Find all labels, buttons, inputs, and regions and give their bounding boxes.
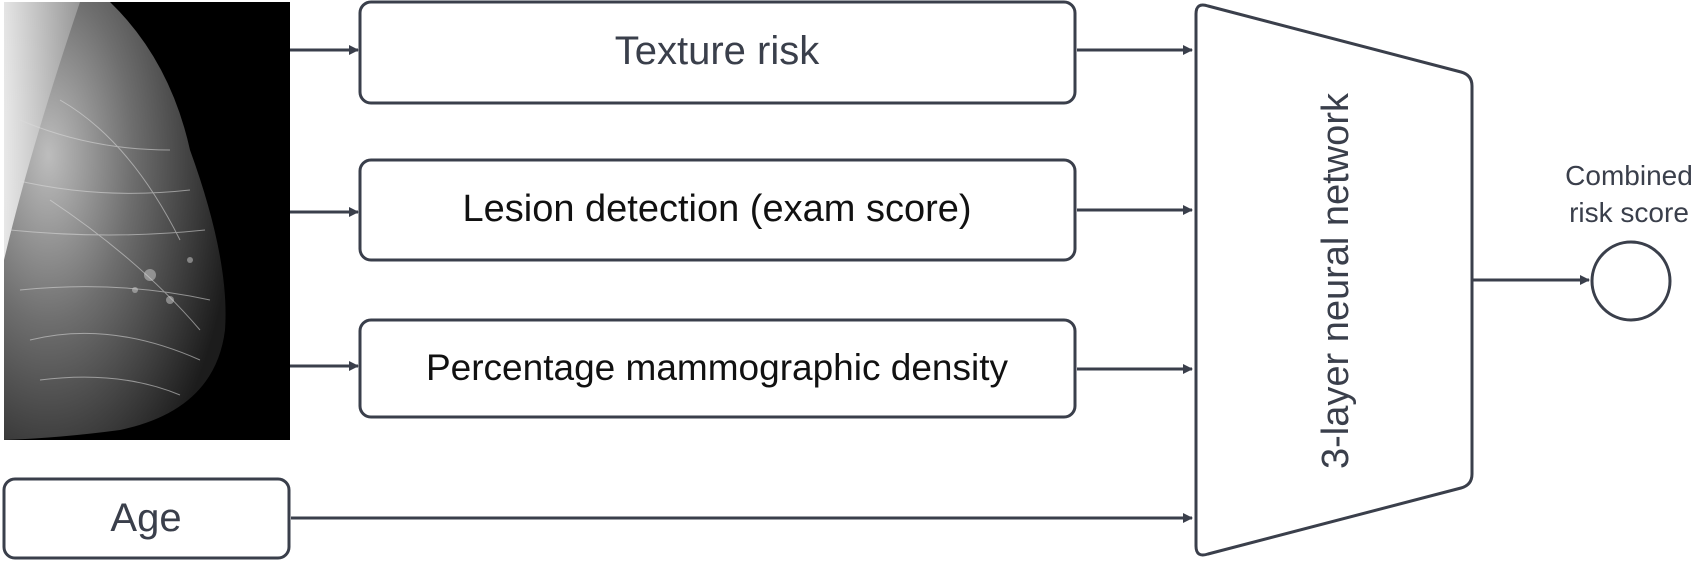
texture-risk-label: Texture risk	[615, 29, 820, 73]
output-node: Combined risk score	[1565, 160, 1693, 322]
texture-risk-box: Texture risk	[358, 0, 1077, 105]
lesion-detection-label: Lesion detection (exam score)	[462, 188, 971, 230]
neural-network-label: 3-layer neural network	[1315, 92, 1357, 469]
density-label: Percentage mammographic density	[426, 347, 1009, 388]
mammogram-image	[4, 2, 290, 440]
output-label-line2: risk score	[1569, 197, 1689, 228]
age-label: Age	[110, 496, 181, 540]
lesion-detection-box: Lesion detection (exam score)	[358, 158, 1077, 262]
neural-network-block: 3-layer neural network	[1194, 3, 1474, 557]
output-circle	[1590, 240, 1672, 322]
output-label-line1: Combined	[1565, 160, 1693, 191]
age-box: Age	[2, 477, 291, 560]
density-box: Percentage mammographic density	[358, 318, 1077, 419]
